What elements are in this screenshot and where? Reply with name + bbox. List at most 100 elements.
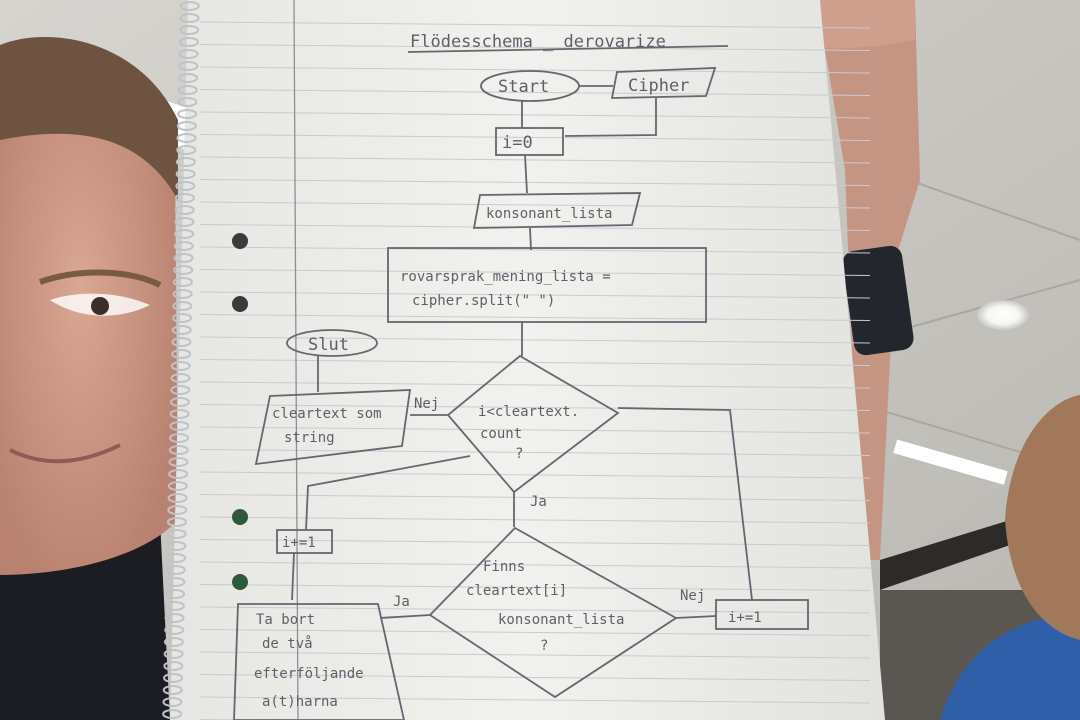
margin-line bbox=[293, 0, 299, 720]
spiral-coil bbox=[178, 61, 199, 71]
ruled-line bbox=[199, 89, 871, 96]
label-yes-left: Ja bbox=[393, 594, 410, 610]
spiral-coil bbox=[171, 337, 192, 347]
wristwatch bbox=[842, 245, 914, 356]
ruled-line bbox=[199, 179, 871, 186]
spiral-coil bbox=[170, 361, 191, 371]
spiral-coil bbox=[176, 145, 197, 155]
spiral-coil bbox=[179, 25, 200, 35]
spiral-coil bbox=[167, 493, 188, 503]
spiral-coil bbox=[178, 37, 199, 47]
label-no-right: Nej bbox=[680, 588, 705, 604]
increment-right-box bbox=[715, 599, 809, 630]
spiral-coil bbox=[168, 445, 189, 455]
spiral-coil bbox=[172, 289, 193, 299]
end-terminal bbox=[286, 329, 378, 357]
spiral-coil bbox=[176, 133, 197, 143]
split-box bbox=[387, 247, 707, 323]
ruled-line bbox=[199, 269, 871, 276]
ruled-line bbox=[199, 449, 871, 456]
spiral-coil bbox=[166, 517, 187, 527]
ruled-line bbox=[199, 696, 871, 704]
ruled-line bbox=[199, 44, 871, 51]
ruled-line bbox=[199, 66, 871, 74]
punch-hole-4 bbox=[232, 574, 248, 590]
spiral-coil bbox=[164, 601, 185, 611]
spiral-coil bbox=[165, 589, 186, 599]
spiral-coil bbox=[165, 577, 186, 587]
spiral-coil bbox=[175, 193, 196, 203]
ceiling-light-strip bbox=[893, 439, 1008, 485]
cipher-input bbox=[610, 67, 717, 99]
spiral-coil bbox=[166, 529, 187, 539]
hair-right bbox=[1005, 395, 1080, 640]
spiral-coil bbox=[169, 421, 190, 431]
eye-pupil bbox=[91, 297, 109, 315]
spiral-coil bbox=[173, 241, 194, 251]
remove-2: de två bbox=[262, 635, 313, 652]
spiral-coil bbox=[163, 649, 184, 659]
spiral-coil bbox=[177, 97, 198, 107]
start-label: Start bbox=[498, 77, 549, 97]
ruled-line bbox=[199, 516, 871, 524]
spiral-coil bbox=[174, 217, 195, 227]
consonants-box bbox=[472, 192, 642, 229]
check-1: Finns bbox=[483, 559, 525, 575]
increment-left-box bbox=[276, 529, 333, 554]
spiral-coil bbox=[166, 541, 187, 551]
spiral-coil bbox=[162, 709, 183, 719]
spiral-coil bbox=[175, 169, 196, 179]
spiral-coil bbox=[179, 1, 200, 11]
ruled-line bbox=[199, 539, 871, 546]
punch-hole-3 bbox=[232, 509, 248, 525]
edge-inc-left-loop bbox=[305, 455, 471, 531]
flowchart: Flödesschema _ derovarize Start Cipher i… bbox=[233, 32, 809, 720]
blue-jacket bbox=[940, 610, 1080, 720]
ruled-lines bbox=[199, 21, 871, 720]
ruled-line bbox=[199, 201, 871, 209]
check-4: ? bbox=[540, 638, 548, 654]
spiral-coil bbox=[171, 325, 192, 335]
spiral-coil bbox=[172, 277, 193, 287]
ruled-line bbox=[199, 494, 871, 501]
spiral-coil bbox=[162, 685, 183, 695]
edge-remove-inc bbox=[291, 552, 295, 601]
ruled-line bbox=[199, 381, 871, 389]
spiral-coil bbox=[172, 301, 193, 311]
check-2: cleartext[i] bbox=[466, 583, 567, 599]
spiral-coil bbox=[168, 457, 189, 467]
consonant-check-diamond bbox=[428, 526, 678, 699]
ruled-line bbox=[199, 674, 871, 681]
inc-left-label: i+=1 bbox=[282, 535, 316, 551]
loop-cond-2: count bbox=[480, 426, 522, 442]
ruled-line bbox=[199, 314, 871, 321]
spiral-coil bbox=[173, 265, 194, 275]
spiral-coil bbox=[169, 409, 190, 419]
output-label-1: cleartext som bbox=[272, 406, 382, 422]
edge-inc-right-loop bbox=[617, 407, 753, 601]
spiral-coil bbox=[171, 349, 192, 359]
mouth bbox=[9, 443, 121, 464]
spiral-coil bbox=[165, 565, 186, 575]
remove-4: a(t)harna bbox=[262, 694, 338, 710]
loop-cond-3: ? bbox=[515, 446, 523, 462]
spiral-coil bbox=[170, 373, 191, 383]
ruled-line bbox=[199, 359, 871, 366]
ruled-line bbox=[199, 606, 871, 614]
spiral-coil bbox=[172, 313, 193, 323]
spiral-coil bbox=[168, 469, 189, 479]
split-label-2: cipher.split(" ") bbox=[412, 293, 555, 309]
eyebrow bbox=[39, 269, 162, 288]
label-no-top: Nej bbox=[414, 396, 439, 412]
spiral-coil bbox=[162, 697, 183, 707]
ruled-line bbox=[199, 561, 871, 569]
person-left bbox=[0, 37, 178, 720]
remove-box bbox=[233, 603, 405, 720]
ruled-line bbox=[199, 291, 871, 299]
person-right bbox=[940, 395, 1080, 720]
spiral-coil bbox=[163, 637, 184, 647]
label-yes-top: Ja bbox=[530, 494, 547, 510]
init-label: i=0 bbox=[502, 133, 533, 153]
remove-1: Ta bort bbox=[256, 612, 315, 628]
